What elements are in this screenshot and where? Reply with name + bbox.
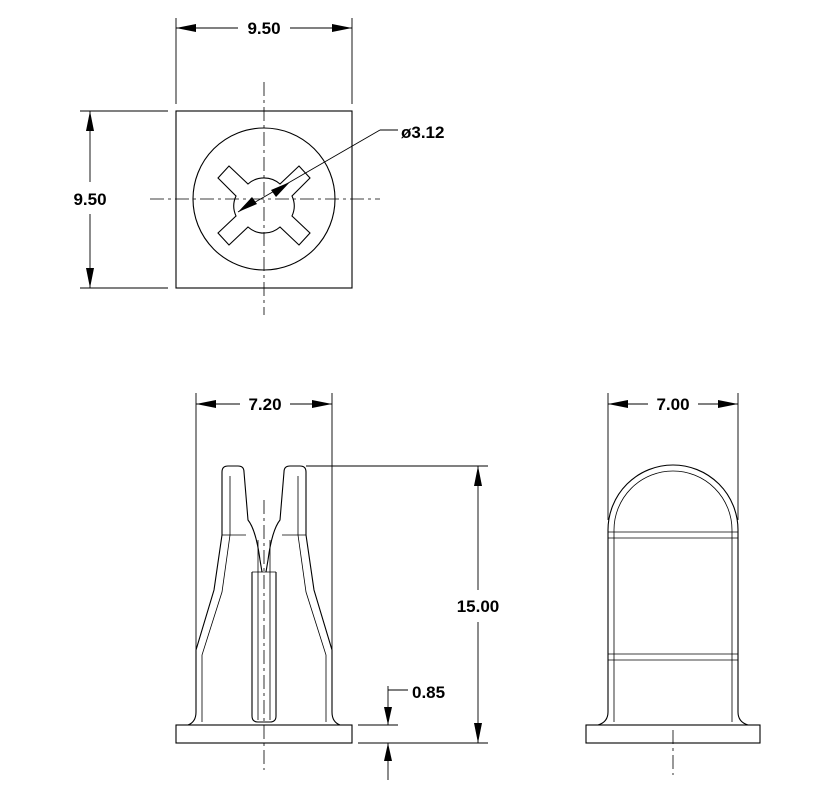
top-height-dimension: 9.50 (73, 110, 168, 289)
side-width-dimension: 7.00 (607, 393, 739, 520)
diameter-label: ø3.12 (401, 123, 444, 142)
front-view-right-leg (265, 465, 341, 726)
top-height-label: 9.50 (73, 190, 106, 209)
side-view: 7.00 (585, 393, 761, 775)
front-width-label: 7.20 (248, 395, 281, 414)
base-thickness-label: 0.85 (412, 683, 445, 702)
side-width-label: 7.00 (656, 395, 689, 414)
top-view: 9.50 9.50 ø3.12 (73, 18, 444, 315)
front-width-dimension: 7.20 (195, 393, 333, 650)
front-view: 7.20 15.00 0.85 (175, 393, 500, 780)
diameter-dimension: ø3.12 (237, 123, 444, 213)
top-view-cross-slot (217, 165, 311, 246)
side-view-outline (597, 464, 749, 726)
front-view-center-pin (251, 572, 277, 723)
front-height-label: 15.00 (457, 597, 500, 616)
top-width-label: 9.50 (247, 19, 280, 38)
front-height-dimension: 15.00 (306, 465, 500, 744)
base-thickness-dimension: 0.85 (358, 683, 445, 780)
top-width-dimension: 9.50 (175, 18, 353, 104)
front-view-left-leg (187, 465, 263, 726)
